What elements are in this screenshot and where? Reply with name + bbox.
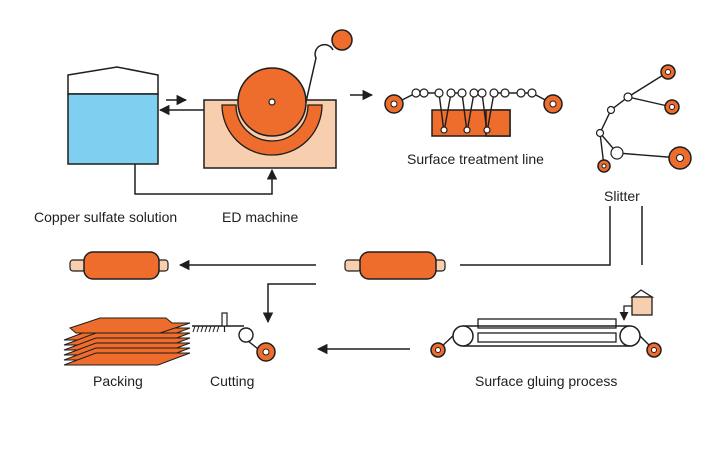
packed-foil-stack — [63, 317, 191, 366]
feed-to-cutting-line — [262, 283, 316, 324]
label-surface-treatment-line: Surface treatment line — [407, 151, 544, 167]
label-packing: Packing — [93, 373, 143, 389]
slit-foil-roll — [344, 251, 446, 280]
ed-machine — [203, 29, 353, 169]
finished-foil-roll — [69, 251, 169, 280]
label-copper-sulfate-solution: Copper sulfate solution — [34, 209, 178, 225]
tank-machine-exchange-arrows — [158, 94, 204, 116]
surface-gluing-unit — [430, 289, 662, 358]
label-surface-gluing-process: Surface gluing process — [475, 373, 618, 389]
glue-hopper — [630, 289, 655, 316]
slitter — [595, 64, 692, 173]
surface-treatment-line — [384, 88, 563, 137]
foil-takeup-roll — [331, 29, 353, 51]
cutting-unit — [192, 312, 276, 362]
return-pipe — [134, 164, 278, 195]
slitter-output-line — [460, 206, 611, 266]
label-slitter: Slitter — [604, 188, 640, 204]
label-cutting: Cutting — [210, 373, 255, 389]
label-ed-machine: ED machine — [222, 209, 299, 225]
copper-sulfate-tank — [67, 66, 159, 165]
